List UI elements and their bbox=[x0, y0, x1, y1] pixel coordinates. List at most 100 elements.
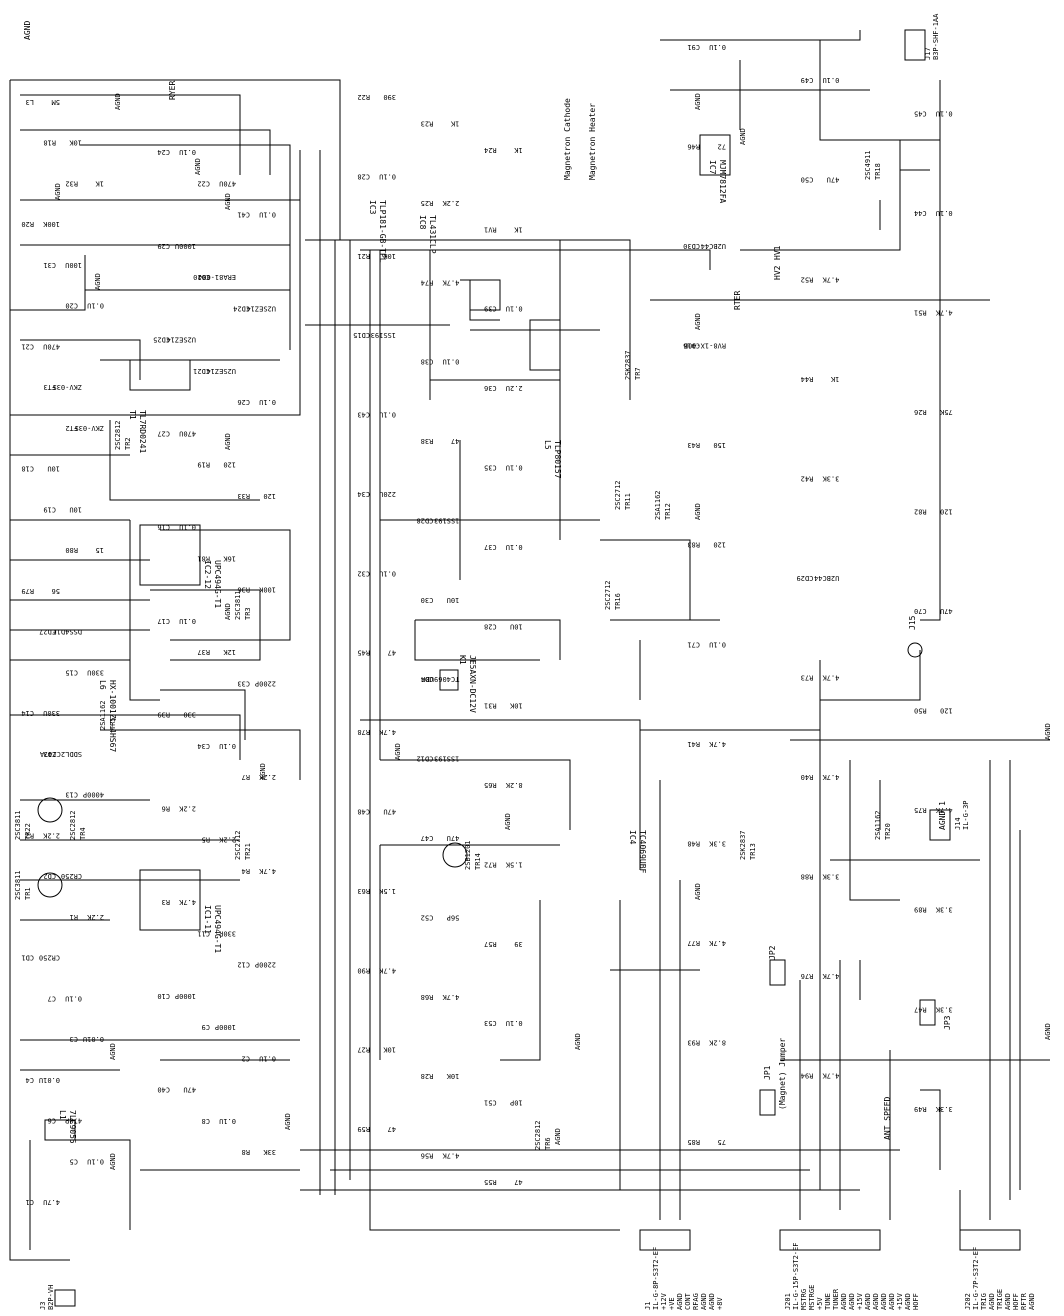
j201-label: MSTRGE bbox=[808, 1285, 816, 1310]
mid-part-value: 0.1U bbox=[259, 211, 276, 219]
right-part-ref: R48 bbox=[687, 839, 700, 847]
center-part-ref: R23 bbox=[421, 119, 434, 127]
left-part-value: ZKV-03S bbox=[74, 424, 104, 432]
j201-label: TUNER bbox=[832, 1288, 840, 1310]
right-part-ref: R75 bbox=[914, 806, 927, 814]
right-part-value: 120 bbox=[940, 508, 953, 516]
right-part-value: 0.1U bbox=[936, 209, 953, 217]
right-part-ref: R52 bbox=[801, 275, 814, 283]
left-part-ref: R20 bbox=[21, 220, 34, 228]
right-part-ref: R42 bbox=[801, 474, 814, 482]
wire-top-row-2 bbox=[20, 129, 271, 175]
l5-label: L5 bbox=[543, 440, 552, 450]
center-part-value: 1K bbox=[513, 225, 522, 233]
tr5-label: TR5 bbox=[109, 717, 117, 730]
center-part-value: 220U bbox=[379, 490, 396, 498]
mid-part-value: 0.1U bbox=[219, 742, 236, 750]
right-part-value: 4.7K bbox=[822, 773, 840, 781]
mid-part-ref: C41 bbox=[237, 211, 250, 219]
tr16-label: TR16 bbox=[614, 593, 622, 610]
mid-part-value: 120 bbox=[223, 461, 236, 469]
right-part-ref: R88 bbox=[801, 873, 814, 881]
center-part-ref: R31 bbox=[484, 702, 497, 710]
right-part-ref: R49 bbox=[914, 1105, 927, 1113]
center-part-value: 47 bbox=[451, 437, 459, 445]
center-part-value: 4.7K bbox=[378, 728, 396, 736]
left-part-ref: R2 bbox=[26, 831, 34, 839]
left-part-value: 470U bbox=[43, 342, 60, 350]
ic8-label: TL431CLP bbox=[428, 215, 437, 254]
right-part-value: 0.1U bbox=[709, 640, 726, 648]
center-part-ref: R74 bbox=[421, 278, 434, 286]
wire-row-19 bbox=[150, 589, 261, 661]
text-label: J15 bbox=[908, 615, 917, 630]
right-part-ref: C70 bbox=[914, 607, 927, 615]
wire-right-5 bbox=[920, 80, 941, 621]
left-part-value: 1K bbox=[95, 179, 104, 187]
text-label: JP2 bbox=[768, 945, 777, 960]
l1-label: L1 bbox=[58, 1110, 67, 1120]
wire-right-6 bbox=[740, 140, 901, 251]
t1-label: T1 bbox=[128, 410, 137, 420]
tr22-body bbox=[37, 797, 63, 823]
mid-part-ref: R39 bbox=[157, 711, 170, 719]
wire-horiz-3 bbox=[360, 249, 711, 270]
agnd-label: AGND bbox=[224, 433, 232, 450]
center-part-value: 39 bbox=[514, 940, 522, 948]
agnd-label: AGND bbox=[574, 1033, 582, 1050]
left-part-value: 10U bbox=[69, 505, 82, 513]
right-part-value: 4.7K bbox=[708, 939, 726, 947]
wire-row-30 bbox=[70, 1139, 131, 1230]
j202-label: AGND bbox=[1028, 1293, 1036, 1310]
right-part-value: 47U bbox=[827, 176, 840, 184]
right-part-ref: CD16 bbox=[683, 342, 700, 350]
wire-bus-4 bbox=[369, 250, 620, 1231]
ic11-label: IC1-11 bbox=[203, 905, 212, 934]
right-part-ref: R41 bbox=[687, 740, 700, 748]
agnd-label: AGND bbox=[94, 273, 102, 290]
wire-horiz-1 bbox=[305, 239, 631, 400]
right-part-ref: C44 bbox=[914, 209, 927, 217]
center-part-value: 2.2U bbox=[506, 384, 523, 392]
agnd-label: AGND bbox=[194, 158, 202, 175]
ic12-label: IC2-12 bbox=[203, 560, 212, 589]
k1-label: JE5AXN-DC12V bbox=[468, 655, 477, 713]
mid-part-value: 33K bbox=[263, 1148, 276, 1156]
left-part-ref: CD3 bbox=[43, 750, 56, 758]
j201-label: MSTRG bbox=[800, 1289, 808, 1310]
center-part-ref: CD4 bbox=[421, 675, 434, 683]
left-part-ref: FT3 bbox=[43, 383, 56, 391]
ic4-label: IC4 bbox=[628, 830, 637, 845]
right-part-ref: R85 bbox=[687, 1138, 700, 1146]
j201-label: AGND bbox=[864, 1293, 872, 1310]
j202-body bbox=[959, 1229, 1021, 1251]
center-part-ref: R63 bbox=[357, 887, 370, 895]
wire-row-21 bbox=[100, 729, 301, 780]
mid-part-value: U2SEZ14 bbox=[246, 304, 276, 312]
right-part-value: RV8-1X-40B bbox=[684, 342, 726, 350]
center-part-ref: R24 bbox=[484, 146, 497, 154]
l6-label: L6 bbox=[98, 680, 107, 690]
center-part-ref: R68 bbox=[421, 993, 434, 1001]
right-part-ref: R47 bbox=[914, 1005, 927, 1013]
center-part-ref: C32 bbox=[357, 569, 370, 577]
j1-label: +8V bbox=[716, 1297, 724, 1310]
center-part-value: 1K bbox=[450, 119, 459, 127]
j1-label: RFAG bbox=[692, 1293, 700, 1310]
j1-label: +12V bbox=[660, 1292, 668, 1310]
center-part-value: 1SS193 bbox=[434, 755, 459, 763]
l1-label: 7LC9055 bbox=[68, 1110, 77, 1144]
j202-label: AGND bbox=[988, 1293, 996, 1310]
center-part-value: 0.1U bbox=[379, 411, 396, 419]
center-part-value: TC4069UBF bbox=[421, 675, 459, 683]
mid-part-value: 12K bbox=[223, 648, 236, 656]
left-part-value: 0.1U bbox=[87, 1157, 104, 1165]
text-label: Magnetron Cathode bbox=[563, 98, 572, 180]
left-part-ref: C15 bbox=[65, 668, 78, 676]
right-part-value: 4.7K bbox=[822, 972, 840, 980]
mid-part-ref: R6 bbox=[162, 804, 170, 812]
agnd-label: AGND bbox=[54, 183, 62, 200]
agnd-label: AGND bbox=[1044, 1023, 1052, 1040]
wire-horiz-17 bbox=[500, 900, 541, 1061]
mid-part-ref: R36 bbox=[237, 586, 250, 594]
